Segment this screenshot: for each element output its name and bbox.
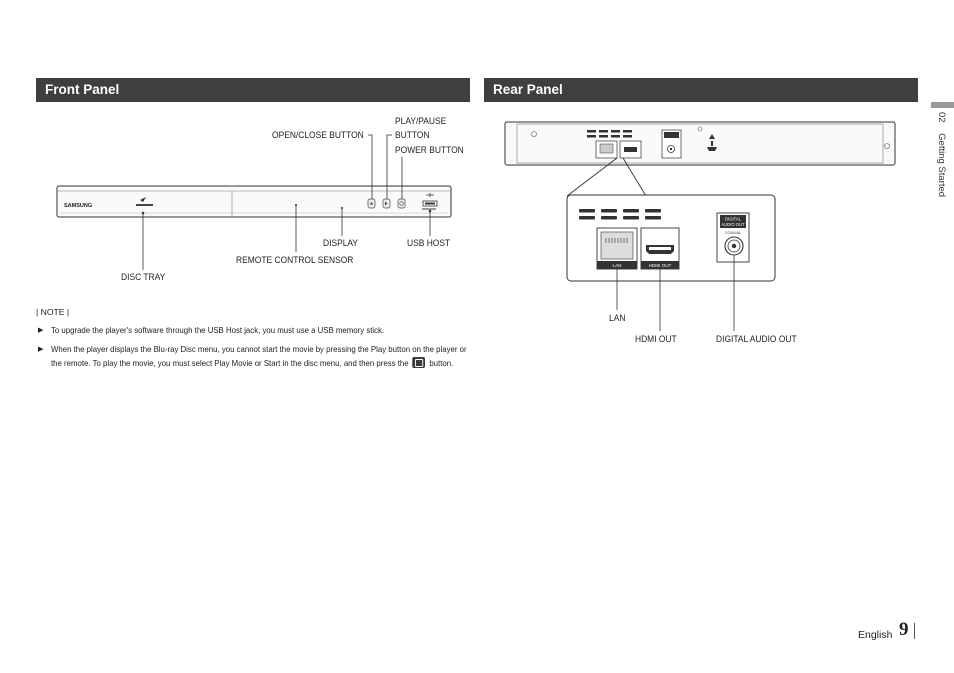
lan-port-tag: LAN (613, 263, 622, 268)
digital-tag-2: AUDIO OUT (721, 222, 745, 227)
hdmi-out-label: HDMI OUT (635, 333, 677, 344)
brand-logo: SAMSUNG (64, 203, 92, 209)
zoom-lines (566, 157, 647, 197)
front-leader-dots (141, 209, 432, 215)
rear-leader-lines (616, 255, 735, 331)
chapter-tab (931, 102, 954, 108)
bluray-logo-icon (136, 197, 153, 206)
note-item-2: When the player displays the Blu-ray Dis… (51, 343, 470, 370)
chapter-label: 02 Getting Started (936, 112, 947, 197)
front-leader-lines (142, 134, 431, 270)
open-close-label: OPEN/CLOSE BUTTON (272, 129, 364, 140)
rear-detail-box: LAN HDMI OUT DIGITAL AUDIO OUT COAXIAL (566, 194, 776, 282)
chapter-title: Getting Started (936, 133, 947, 198)
bullet-icon: ▶ (38, 327, 44, 334)
play-pause-label: PLAY/PAUSE (395, 115, 447, 126)
footer-language: English (858, 629, 893, 641)
disc-tray-label: DISC TRAY (121, 271, 166, 282)
bullet-icon: ▶ (38, 346, 44, 353)
page-number: 9 (899, 619, 909, 640)
note-item-2-end: button. (429, 357, 454, 368)
digital-tag-1: DIGITAL (725, 217, 742, 222)
footer-divider (914, 623, 915, 639)
front-panel-header: Front Panel (36, 78, 470, 102)
note-item-1-text: To upgrade the player's software through… (51, 325, 385, 335)
power-button[interactable] (397, 198, 406, 209)
coaxial-tag: COAXIAL (725, 231, 741, 235)
display-label: DISPLAY (323, 237, 359, 248)
digital-audio-out-label: DIGITAL AUDIO OUT (716, 333, 797, 344)
usb-host-label: USB HOST (407, 237, 451, 248)
rear-panel-title: Rear Panel (493, 82, 563, 97)
lan-label: LAN (609, 312, 626, 323)
remote-sensor-label: REMOTE CONTROL SENSOR (236, 254, 354, 265)
power-button-label: POWER BUTTON (395, 144, 464, 155)
power-cord-icon (707, 134, 717, 151)
front-panel-title: Front Panel (45, 82, 120, 97)
note-item-1: To upgrade the player's software through… (51, 324, 470, 338)
front-panel-device: SAMSUNG (56, 185, 452, 218)
note-item-2-text: When the player displays the Blu-ray Dis… (51, 344, 467, 368)
play-pause-label-2: BUTTON (395, 129, 430, 140)
rear-panel-header: Rear Panel (484, 78, 918, 102)
disc-menu-icon (412, 356, 426, 368)
note-title: | NOTE | (36, 307, 70, 317)
chapter-number: 02 (936, 112, 947, 123)
hdmi-port-tag: HDMI OUT (649, 263, 672, 268)
usb-icon (426, 193, 434, 197)
rear-panel-device (504, 121, 896, 166)
